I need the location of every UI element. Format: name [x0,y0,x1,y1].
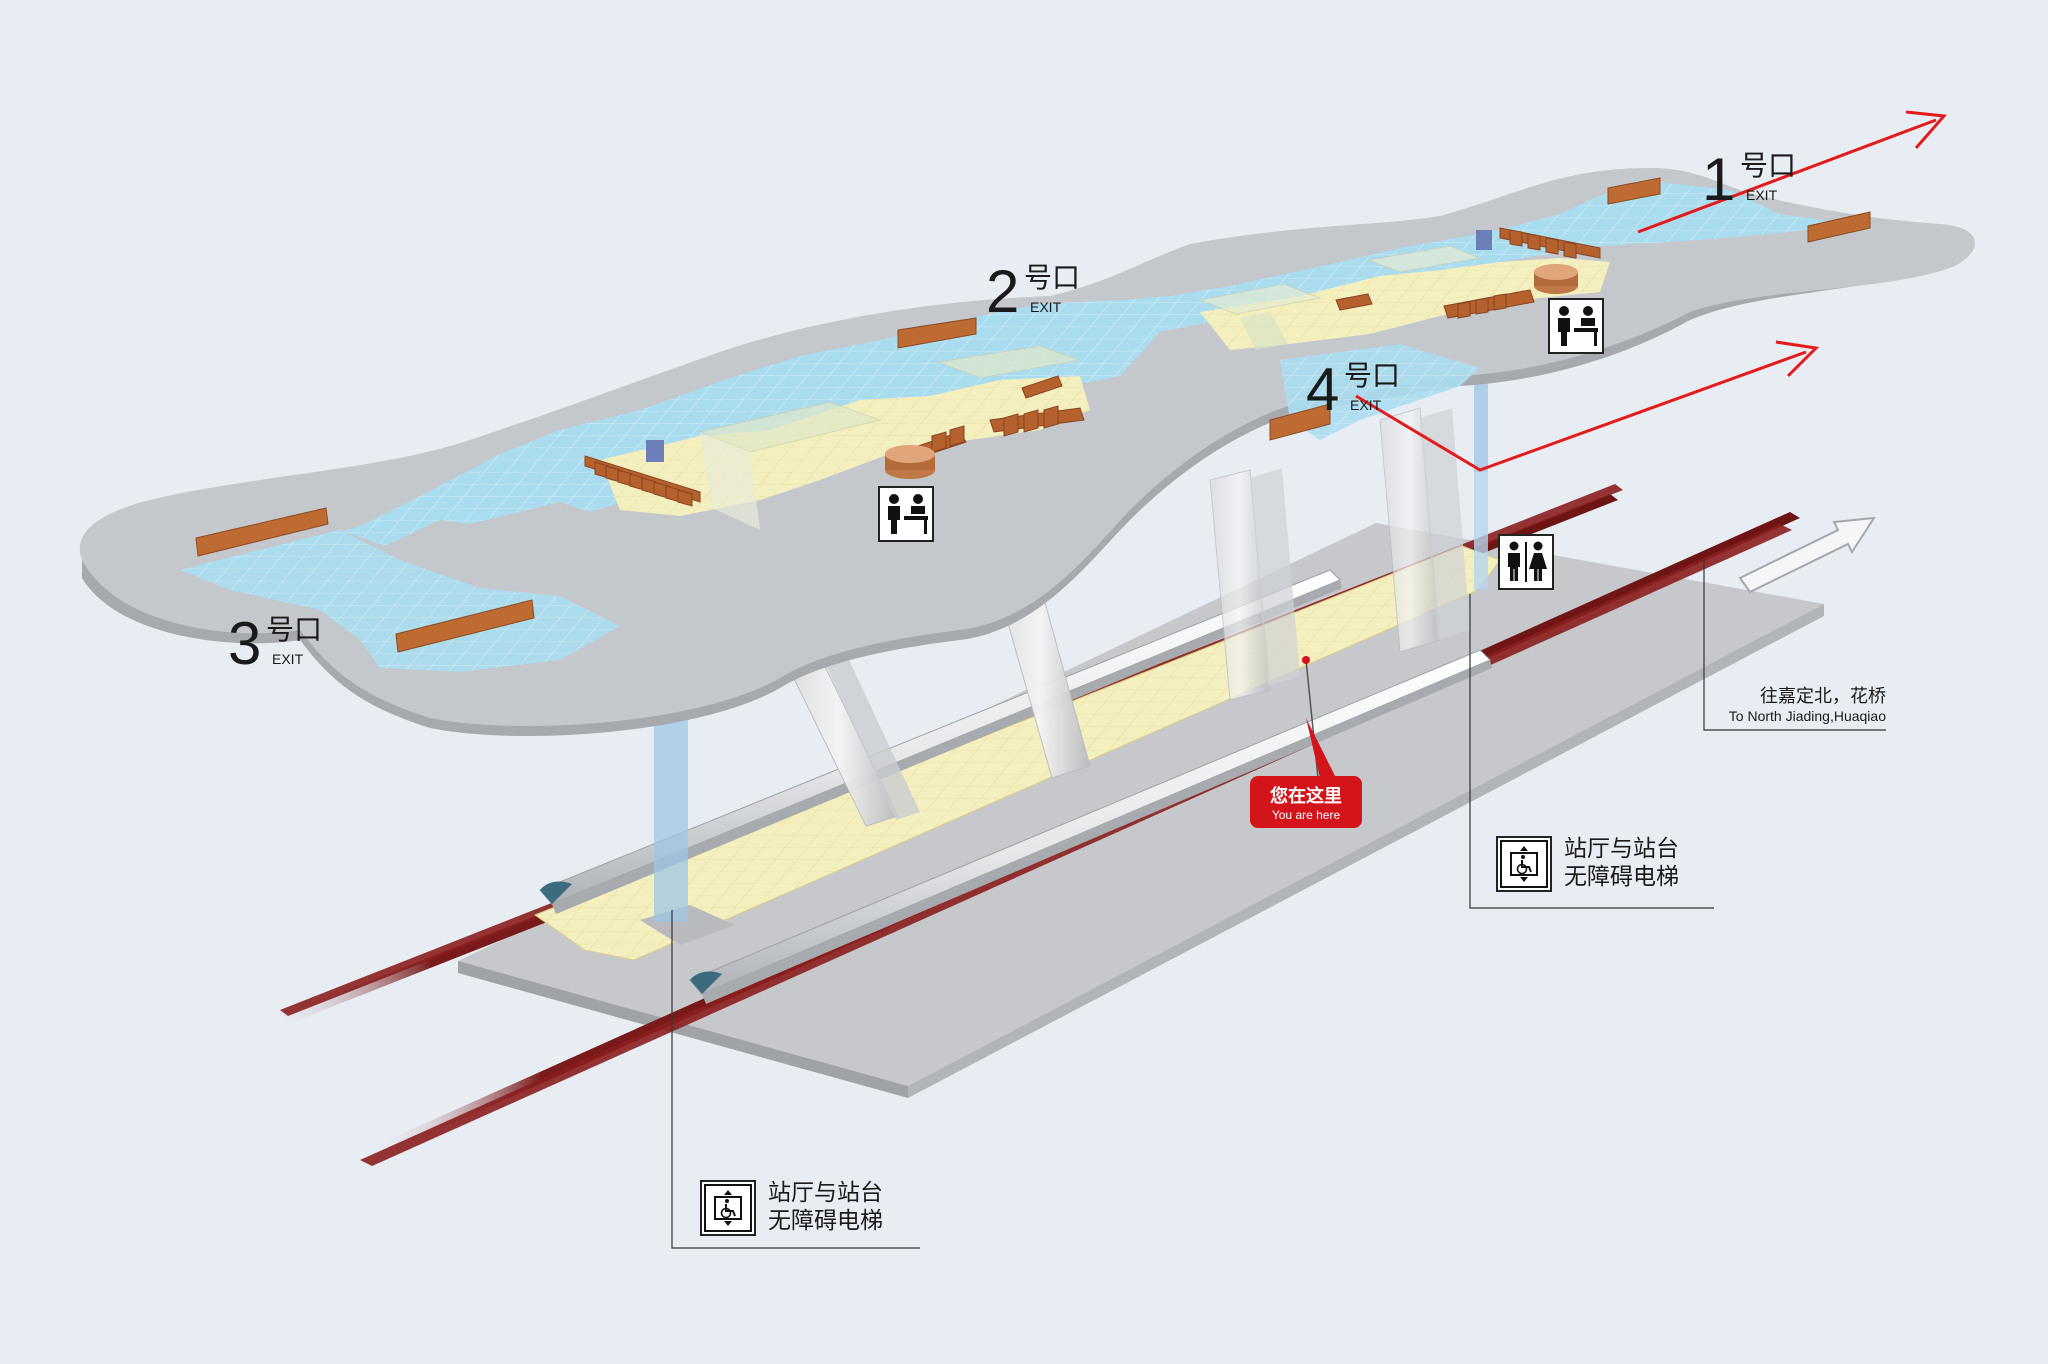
exit-cn: 号口 [1344,359,1401,392]
exit-en: EXIT [272,651,304,667]
ticket-service-icon [1548,298,1604,354]
direction-en: To North Jiading,Huaqiao [1728,708,1886,724]
train [689,649,1492,1004]
ticket-machine [646,440,664,462]
service-center [1534,264,1578,294]
exit-4-label: 4 号口 EXIT [1306,360,1400,420]
elevator-label-concourse: 站厅与站台 无障碍电梯 [1496,836,1679,892]
exit-cn: 号口 [266,613,323,646]
pillar [1250,468,1300,686]
exit-en: EXIT [1350,397,1382,413]
elevator-line1: 站厅与站台 [768,1180,883,1207]
exit-3-label: 3 号口 EXIT [228,614,322,674]
exit-block [897,317,977,349]
exit-block [395,599,535,653]
elevator-line1: 站厅与站台 [1564,836,1679,863]
accessible-elevator-icon [700,1180,756,1236]
pillar [1420,408,1470,640]
platform-slab-edge [458,961,908,1098]
leader-lines [671,560,1886,1249]
you-are-here-en: You are here [1271,808,1341,822]
exit-block [1607,177,1661,205]
pillar [820,645,920,820]
concourse-level [79,168,1976,736]
exit-arrow-icon [1355,110,1948,472]
elevator-shaft [654,700,688,922]
you-are-here-marker [1250,656,1362,828]
elevator-shaft [1474,380,1488,472]
restroom-icon [1498,534,1554,590]
direction-cn: 往嘉定北，花桥 [1760,686,1886,707]
direction-arrow-icon [1738,516,1876,594]
stair-structure [698,245,1482,530]
elevator-line2: 无障碍电梯 [768,1208,883,1234]
exit-number: 3 [228,610,262,677]
exit-number: 1 [1702,146,1736,213]
exit-1-label: 1 号口 EXIT [1702,150,1796,210]
exit-blocks [195,177,1871,653]
exit-cn: 号口 [1024,261,1081,294]
elevator-label-platform: 站厅与站台 无障碍电梯 [700,1180,883,1236]
you-are-here-cn: 您在这里 [1270,786,1342,807]
fare-gates [584,227,1601,507]
exit-number: 2 [986,258,1020,325]
exit-en: EXIT [1746,187,1778,203]
exit-en: EXIT [1030,299,1062,315]
elevator-shaft [1474,472,1488,590]
direction-label: 往嘉定北，花桥 To North Jiading,Huaqiao [1706,682,1886,724]
exit-cn: 号口 [1740,149,1797,182]
train [539,569,1342,914]
exit-block [195,507,329,557]
exit-block [1807,211,1871,243]
accessible-elevator-icon [1496,836,1552,892]
paid-area [1200,258,1610,350]
elevator-line2: 无障碍电梯 [1564,864,1679,890]
ticket-service-icon [878,486,934,542]
exit-number: 4 [1306,356,1340,423]
concourse-floor-west [180,530,620,672]
service-center [885,445,935,479]
exit-2-label: 2 号口 EXIT [986,262,1080,322]
platform-slab-edge [908,604,1824,1098]
exit-block [1269,403,1331,441]
you-are-here-label: 您在这里 You are here [1250,782,1362,822]
ticket-machine [1476,230,1492,250]
